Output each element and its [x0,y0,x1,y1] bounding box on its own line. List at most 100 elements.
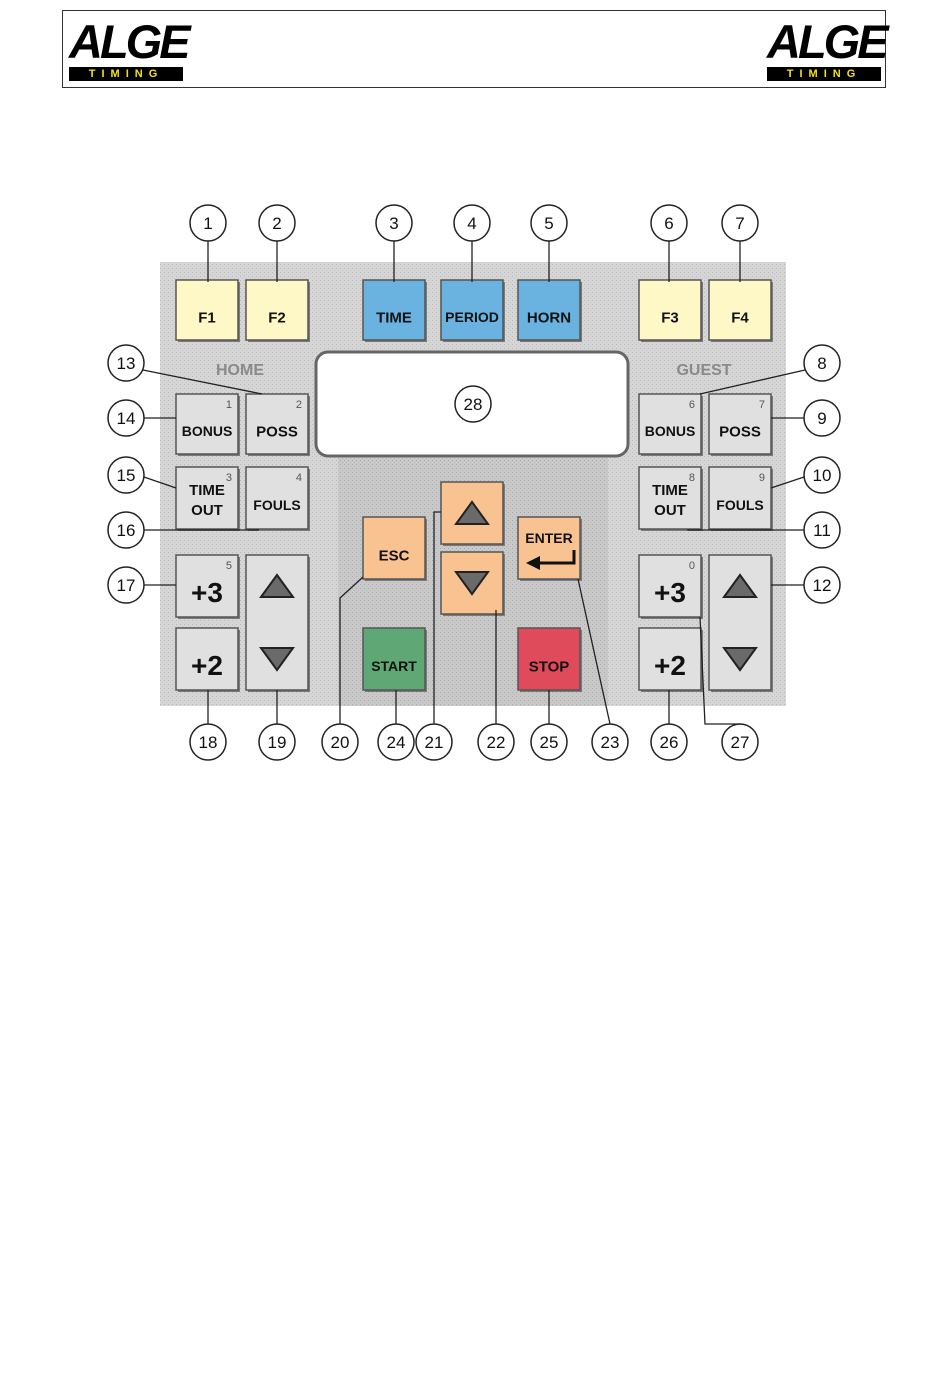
key-label: FOULS [253,497,300,513]
callout-number: 16 [117,521,136,540]
key-f2[interactable]: F2 [246,280,310,342]
key-label-line1: TIME [189,482,225,499]
callout-22: 22 [478,724,514,760]
key-label-line2: OUT [191,502,223,519]
key-guest-timeout[interactable]: TIME OUT 8 [639,467,703,531]
key-label: F3 [661,309,679,326]
callout-number: 11 [813,521,831,540]
key-label: +2 [654,650,686,681]
key-label: ESC [379,547,410,564]
callout-number: 10 [813,466,832,485]
callout-number: 25 [540,733,559,752]
callout-20: 20 [322,724,358,760]
key-label: START [371,658,417,674]
key-digit: 6 [689,399,695,411]
callout-26: 26 [651,724,687,760]
callout-21: 21 [416,724,452,760]
key-home-fouls[interactable]: FOULS 4 [246,467,310,531]
key-guest-plus2[interactable]: +2 [639,628,703,692]
key-home-poss[interactable]: POSS 2 [246,394,310,456]
callout-28: 28 [455,386,491,422]
callout-8: 8 [804,345,840,381]
callout-number: 1 [203,214,212,233]
key-label-line1: TIME [652,482,688,499]
key-label: +3 [654,577,686,608]
key-digit: 2 [296,399,302,411]
callout-11: 11 [804,512,840,548]
callout-7: 7 [722,205,758,241]
key-label: STOP [529,658,570,675]
callout-number: 17 [117,576,136,595]
key-label: POSS [256,423,298,440]
key-up[interactable] [441,482,505,546]
callout-number: 23 [601,733,620,752]
key-home-plus2[interactable]: +2 [176,628,240,692]
key-home-bonus[interactable]: BONUS 1 [176,394,240,456]
key-home-plus3[interactable]: +35 [176,555,240,619]
key-label: ENTER [525,530,572,546]
key-digit: 4 [296,472,302,484]
callout-17: 17 [108,567,144,603]
key-label: BONUS [182,423,233,439]
key-digit: 9 [759,472,765,484]
key-label: F2 [268,309,286,326]
key-digit: 1 [226,399,232,411]
callout-12: 12 [804,567,840,603]
key-label: POSS [719,423,761,440]
callout-24: 24 [378,724,414,760]
callout-25: 25 [531,724,567,760]
callout-number: 9 [817,409,826,428]
callout-4: 4 [454,205,490,241]
key-guest-updown[interactable] [709,555,773,692]
callout-number: 5 [544,214,553,233]
key-time[interactable]: TIME [363,280,427,342]
callout-number: 13 [117,354,136,373]
key-f1[interactable]: F1 [176,280,240,342]
key-face[interactable] [518,517,580,579]
callout-number: 27 [731,733,750,752]
key-esc[interactable]: ESC [363,517,427,581]
key-digit: 3 [226,472,232,484]
key-digit: 8 [689,472,695,484]
key-label: BONUS [645,423,696,439]
callout-14: 14 [108,400,144,436]
key-home-timeout[interactable]: TIME OUT 3 [176,467,240,531]
key-start[interactable]: START [363,628,427,692]
key-guest-bonus[interactable]: BONUS 6 [639,394,703,456]
callout-16: 16 [108,512,144,548]
key-period[interactable]: PERIOD [441,280,505,342]
key-label-line2: OUT [654,502,686,519]
callout-number: 14 [117,409,136,428]
key-f4[interactable]: F4 [709,280,773,342]
key-guest-poss[interactable]: POSS 7 [709,394,773,456]
callout-19: 19 [259,724,295,760]
key-digit: 7 [759,399,765,411]
callout-1: 1 [190,205,226,241]
key-stop[interactable]: STOP [518,628,582,692]
callout-number: 26 [660,733,679,752]
key-label: HORN [527,309,571,326]
callout-number: 15 [117,466,136,485]
callout-number: 22 [487,733,506,752]
callout-15: 15 [108,457,144,493]
callout-number: 21 [425,733,444,752]
callout-number: 20 [331,733,350,752]
callout-3: 3 [376,205,412,241]
key-horn[interactable]: HORN [518,280,582,342]
key-home-updown[interactable] [246,555,310,692]
key-enter[interactable]: ENTER [518,517,582,581]
key-label: +3 [191,577,223,608]
key-digit: 0 [689,560,695,572]
key-guest-plus3[interactable]: +30 [639,555,703,619]
key-down[interactable] [441,552,505,616]
key-label: F4 [731,309,749,326]
callout-number: 7 [735,214,744,233]
home-section-label: HOME [216,362,264,379]
key-f3[interactable]: F3 [639,280,703,342]
callout-number: 19 [268,733,287,752]
callout-number: 12 [813,576,832,595]
callout-number: 2 [272,214,281,233]
callout-number: 6 [664,214,673,233]
